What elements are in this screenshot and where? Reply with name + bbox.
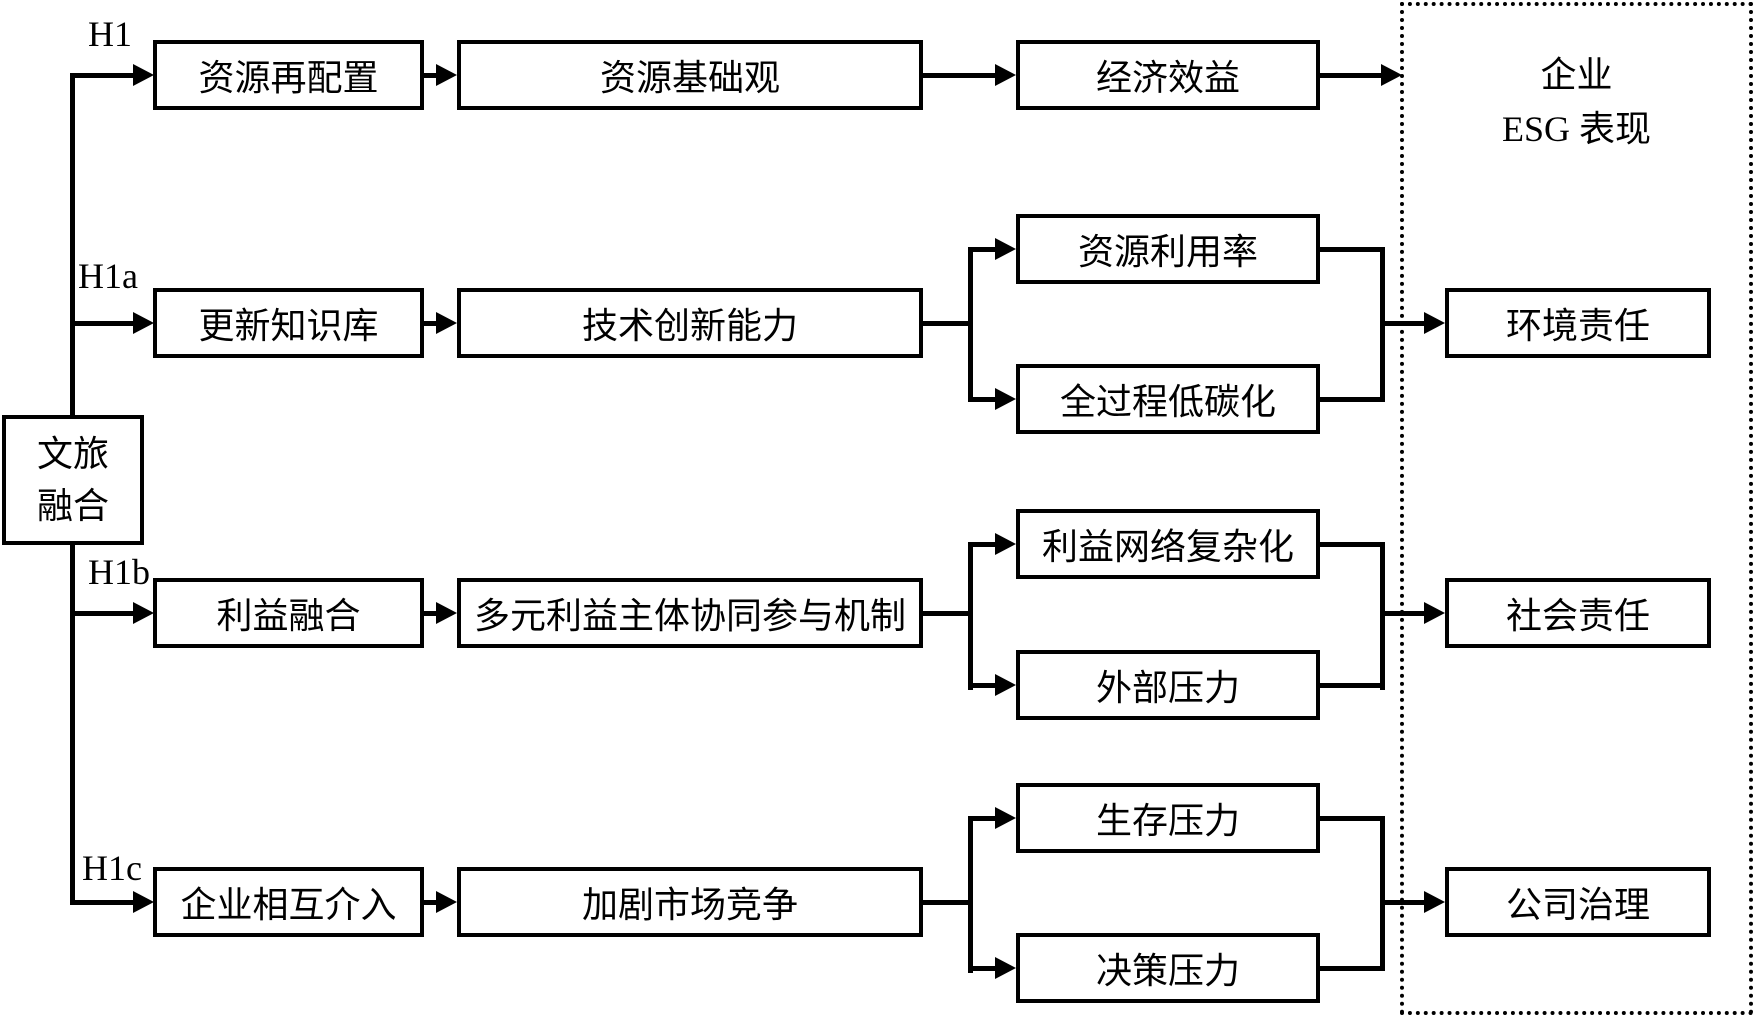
arrowhead-row1-m-to-o bbox=[995, 64, 1016, 86]
mechanism-box-row1: 资源基础观 bbox=[457, 40, 923, 110]
arrow-line-row4 bbox=[70, 900, 133, 905]
outcome-box-row3-bottom: 外部压力 bbox=[1016, 650, 1320, 720]
hypothesis-label-h1b: H1b bbox=[88, 552, 150, 592]
merge-vline-row3 bbox=[1380, 542, 1385, 690]
split-arrow-line-row4-bottom bbox=[968, 966, 996, 971]
merge-arrow-line-row2 bbox=[1380, 321, 1425, 326]
outcome-box-row4-top: 生存压力 bbox=[1016, 783, 1320, 853]
merge-vline-row4 bbox=[1380, 816, 1385, 971]
split-vline-row2 bbox=[968, 247, 973, 402]
split-arrow-line-row4-top bbox=[968, 816, 996, 821]
merge-line-row2-top bbox=[1320, 247, 1385, 252]
merge-line-row3-bottom bbox=[1320, 683, 1385, 688]
arrowhead-row4 bbox=[133, 891, 154, 913]
arrow-line-row2-a-to-m bbox=[424, 321, 438, 326]
source-node-box: 文旅 融合 bbox=[2, 415, 144, 545]
arrowhead-row2 bbox=[133, 312, 154, 334]
arrow-line-row3-a-to-m bbox=[424, 611, 438, 616]
split-vline-row3 bbox=[968, 542, 973, 690]
arrow-line-row4-a-to-m bbox=[424, 900, 438, 905]
mechanism-box-row4: 加剧市场竞争 bbox=[457, 867, 923, 937]
arrowhead-row3 bbox=[133, 602, 154, 624]
mechanism-box-row3: 多元利益主体协同参与机制 bbox=[457, 578, 923, 648]
antecedent-box-row4: 企业相互介入 bbox=[153, 867, 424, 937]
arrowhead-row1-a-to-m bbox=[436, 64, 457, 86]
esg-panel-title-line2: ESG 表现 bbox=[1501, 109, 1651, 149]
arrowhead-row1 bbox=[133, 64, 154, 86]
merge-arrowhead-row2 bbox=[1424, 312, 1445, 334]
arrow-line-row3 bbox=[70, 611, 133, 616]
esg-box-environment: 环境责任 bbox=[1445, 288, 1711, 358]
arrowhead-row4-a-to-m bbox=[436, 891, 457, 913]
outcome-box-row3-top: 利益网络复杂化 bbox=[1016, 509, 1320, 579]
arrow-line-row1-m-to-o bbox=[923, 73, 996, 78]
arrowhead-row1-to-panel bbox=[1381, 64, 1402, 86]
merge-arrowhead-row3 bbox=[1424, 602, 1445, 624]
esg-panel-title: 企业 ESG 表现 bbox=[1400, 48, 1753, 156]
split-arrowhead-row2-top bbox=[995, 238, 1016, 260]
merge-line-row4-top bbox=[1320, 816, 1385, 821]
split-arrowhead-row3-bottom bbox=[995, 674, 1016, 696]
outcome-box-row4-bottom: 决策压力 bbox=[1016, 933, 1320, 1003]
arrow-line-row1-to-panel bbox=[1320, 73, 1382, 78]
antecedent-box-row2: 更新知识库 bbox=[153, 288, 424, 358]
hypothesis-label-h1a: H1a bbox=[78, 256, 138, 296]
source-node-line2: 融合 bbox=[36, 486, 109, 526]
hypothesis-label-h1: H1 bbox=[88, 14, 132, 54]
esg-box-governance: 公司治理 bbox=[1445, 867, 1711, 937]
arrow-line-row1-a-to-m bbox=[424, 73, 438, 78]
split-vline-row4 bbox=[968, 816, 973, 973]
split-arrowhead-row4-top bbox=[995, 807, 1016, 829]
split-line-row3 bbox=[923, 611, 973, 616]
split-line-row2 bbox=[923, 321, 973, 326]
mechanism-box-row2: 技术创新能力 bbox=[457, 288, 923, 358]
outcome-box-row2-top: 资源利用率 bbox=[1016, 214, 1320, 284]
arrow-line-row2 bbox=[70, 321, 133, 326]
split-arrow-line-row3-bottom bbox=[968, 683, 996, 688]
split-arrowhead-row2-bottom bbox=[995, 388, 1016, 410]
source-node-line1: 文旅 bbox=[36, 433, 109, 474]
split-arrow-line-row2-top bbox=[968, 247, 996, 252]
merge-line-row2-bottom bbox=[1320, 397, 1385, 402]
split-arrow-line-row2-bottom bbox=[968, 397, 996, 402]
split-arrow-line-row3-top bbox=[968, 542, 996, 547]
merge-arrowhead-row4 bbox=[1424, 891, 1445, 913]
outcome-box-row2-bottom: 全过程低碳化 bbox=[1016, 364, 1320, 434]
split-arrowhead-row4-bottom bbox=[995, 957, 1016, 979]
arrowhead-row2-a-to-m bbox=[436, 312, 457, 334]
merge-line-row4-bottom bbox=[1320, 966, 1385, 971]
esg-panel-dotted-box bbox=[1400, 2, 1753, 1015]
arrow-line-row1 bbox=[70, 73, 133, 78]
merge-arrow-line-row4 bbox=[1380, 900, 1425, 905]
antecedent-box-row1: 资源再配置 bbox=[153, 40, 424, 110]
outcome-box-row1: 经济效益 bbox=[1016, 40, 1320, 110]
hypothesis-label-h1c: H1c bbox=[82, 848, 142, 888]
split-line-row4 bbox=[923, 900, 973, 905]
arrowhead-row3-a-to-m bbox=[436, 602, 457, 624]
merge-arrow-line-row3 bbox=[1380, 611, 1425, 616]
antecedent-box-row3: 利益融合 bbox=[153, 578, 424, 648]
split-arrowhead-row3-top bbox=[995, 533, 1016, 555]
esg-panel-title-line1: 企业 bbox=[1540, 55, 1613, 95]
esg-box-social: 社会责任 bbox=[1445, 578, 1711, 648]
merge-line-row3-top bbox=[1320, 542, 1385, 547]
